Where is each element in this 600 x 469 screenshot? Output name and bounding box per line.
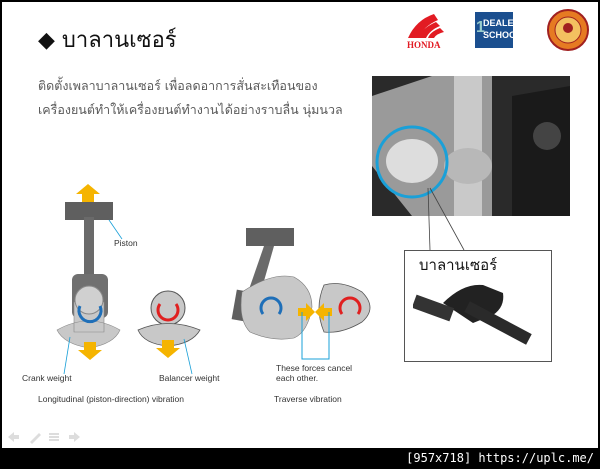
right-force-arrow: [298, 303, 315, 321]
forward-arrow-icon[interactable]: [69, 432, 80, 442]
balancer-weight: [318, 283, 371, 333]
piston: [65, 202, 113, 220]
traverse-diagram: [231, 228, 371, 360]
blue-rotation-arrow: [259, 296, 283, 315]
svg-text:SCHOOL: SCHOOL: [483, 30, 522, 40]
balancer-callout-label: บาลานเซอร์: [419, 256, 498, 274]
dealer-school-logo: DEALER SCHOOL 1: [475, 12, 522, 48]
balancer-diagrams: [56, 184, 371, 375]
description-line-1: ติดตั้งเพลาบาลานเซอร์ เพื่อลดอาการสั่นสะ…: [38, 78, 318, 93]
slide-nav-controls: [8, 432, 80, 444]
svg-text:DEALER: DEALER: [483, 18, 521, 28]
svg-text:HONDA: HONDA: [407, 40, 441, 50]
balancer-callout-box: บาลานเซอร์: [404, 250, 552, 362]
callout-lines: [427, 187, 465, 251]
forces-cancel-label-2: each other.: [276, 373, 319, 383]
red-rotation-arrow: [156, 303, 180, 322]
red-rotation-arrow: [338, 296, 362, 315]
up-force-arrow: [76, 184, 100, 202]
balancer-weight-label: Balancer weight: [159, 373, 220, 383]
logos: HONDA DEALER SCHOOL 1: [407, 9, 589, 51]
institution-seal-logo: [547, 9, 589, 51]
title-text: บาลานเซอร์: [61, 28, 177, 53]
back-arrow-icon[interactable]: [8, 432, 19, 442]
slide-title: ◆ บาลานเซอร์: [38, 22, 177, 57]
watermark-text: [957x718] https://uplc.me/: [406, 451, 594, 465]
traverse-caption: Traverse vibration: [274, 394, 342, 404]
highlight-circle: [375, 125, 449, 199]
longitudinal-diagram: [56, 184, 201, 375]
footer-bar: [957x718] https://uplc.me/: [0, 449, 600, 469]
engine-photo: [372, 76, 570, 216]
presentation-slide: ◆ บาลานเซอร์ HONDA DEALER SCHOOL 1 ติดตั…: [2, 2, 598, 448]
pen-icon[interactable]: [30, 433, 41, 444]
svg-text:1: 1: [476, 19, 485, 36]
left-force-arrow: [315, 303, 332, 321]
down-force-arrow: [156, 340, 180, 358]
crank-weight-label: Crank weight: [22, 373, 72, 383]
balancer-shaft-photo: [413, 284, 532, 345]
blue-rotation-arrow: [77, 305, 103, 324]
crank-weight: [240, 275, 313, 340]
longitudinal-caption: Longitudinal (piston-direction) vibratio…: [38, 394, 184, 404]
down-force-arrow: [78, 342, 102, 360]
piston-label: Piston: [114, 238, 138, 248]
menu-icon[interactable]: [49, 433, 59, 441]
piston: [246, 228, 294, 246]
forces-cancel-label-1: These forces cancel: [276, 363, 353, 373]
honda-logo: HONDA: [407, 14, 444, 50]
description-line-2: เครื่องยนต์ทำให้เครื่องยนต์ทำงานได้อย่าง…: [38, 102, 343, 117]
diamond-bullet-icon: ◆: [38, 28, 55, 53]
